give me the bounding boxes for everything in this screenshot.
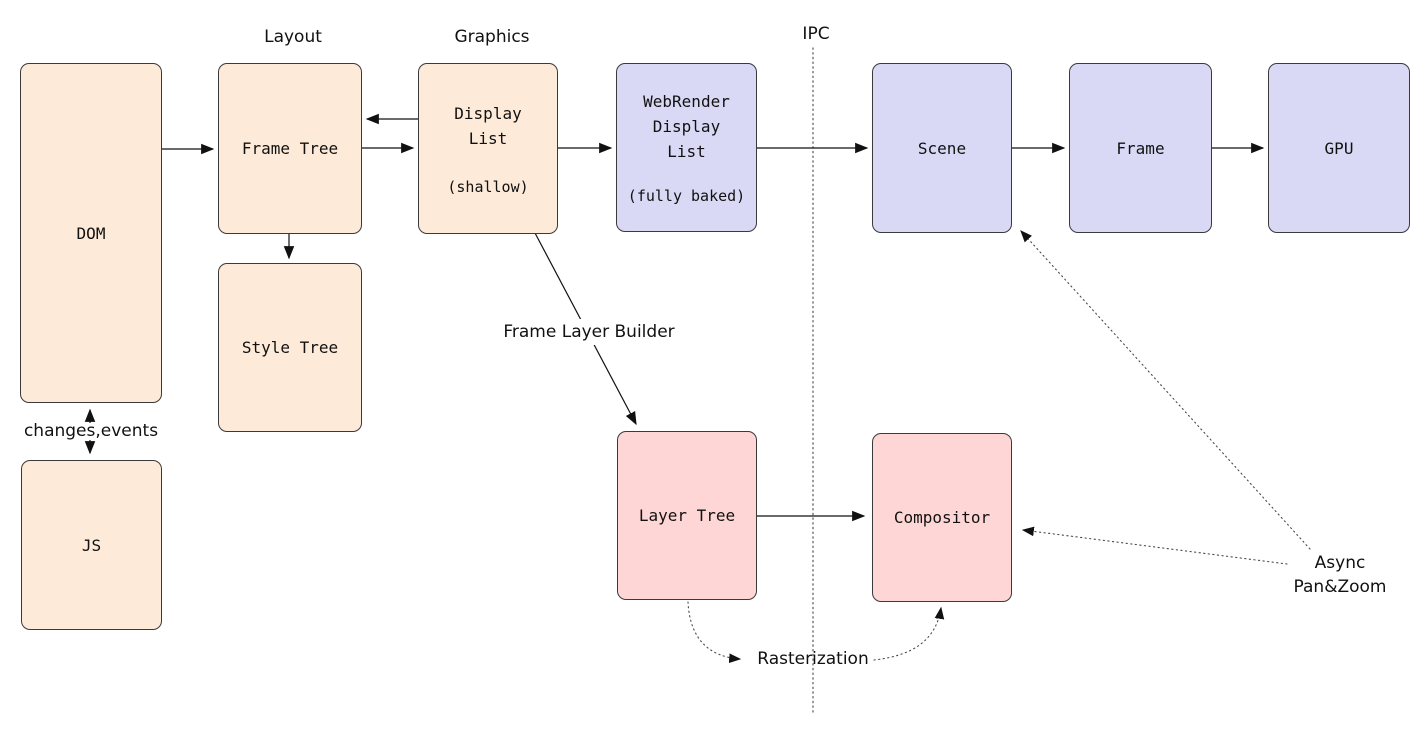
edge-label-rasterization: Rasterization — [757, 649, 869, 669]
node-layer-tree-label: Layer Tree — [638, 506, 736, 525]
section-label-graphics: Graphics — [454, 27, 530, 47]
node-js: JS — [21, 460, 162, 630]
node-display-list-sublabel: (shallow) — [447, 177, 529, 196]
node-dom: DOM — [20, 63, 162, 403]
node-webrender-display-list-label: WebRender Display List — [643, 92, 730, 161]
edge-label-async-pan-zoom: Async Pan&Zoom — [1293, 553, 1387, 597]
node-style-tree: Style Tree — [218, 263, 362, 432]
node-scene: Scene — [872, 63, 1012, 233]
node-frame-tree: Frame Tree — [218, 63, 362, 234]
section-label-ipc: IPC — [802, 24, 830, 44]
node-js-label: JS — [81, 535, 102, 555]
node-layer-tree: Layer Tree — [617, 431, 757, 600]
node-webrender-display-list: WebRender Display List (fully baked) — [616, 63, 757, 232]
node-scene-label: Scene — [917, 138, 967, 158]
node-style-tree-label: Style Tree — [241, 338, 339, 357]
dotted-apz-to-scene — [1020, 230, 1311, 550]
node-compositor-label: Compositor — [893, 508, 991, 527]
node-frame-tree-label: Frame Tree — [241, 139, 339, 158]
section-label-layout: Layout — [264, 27, 322, 47]
node-display-list: Display List (shallow) — [418, 63, 558, 234]
dotted-rasterization-to-compositor — [873, 606, 945, 661]
node-gpu-label: GPU — [1324, 138, 1354, 158]
node-gpu: GPU — [1268, 63, 1410, 233]
edge-label-frame-layer-builder: Frame Layer Builder — [498, 319, 680, 345]
node-dom-label: DOM — [76, 223, 106, 243]
node-compositor: Compositor — [872, 433, 1012, 602]
dotted-apz-to-compositor — [1021, 526, 1288, 565]
node-frame: Frame — [1069, 63, 1212, 233]
node-frame-label: Frame — [1116, 138, 1165, 158]
edge-label-changes-events: changes,events — [23, 421, 159, 441]
node-display-list-label: Display List — [454, 103, 522, 148]
node-webrender-display-list-sublabel: (fully baked) — [627, 187, 746, 205]
dotted-layer-tree-to-rasterization — [687, 601, 742, 664]
